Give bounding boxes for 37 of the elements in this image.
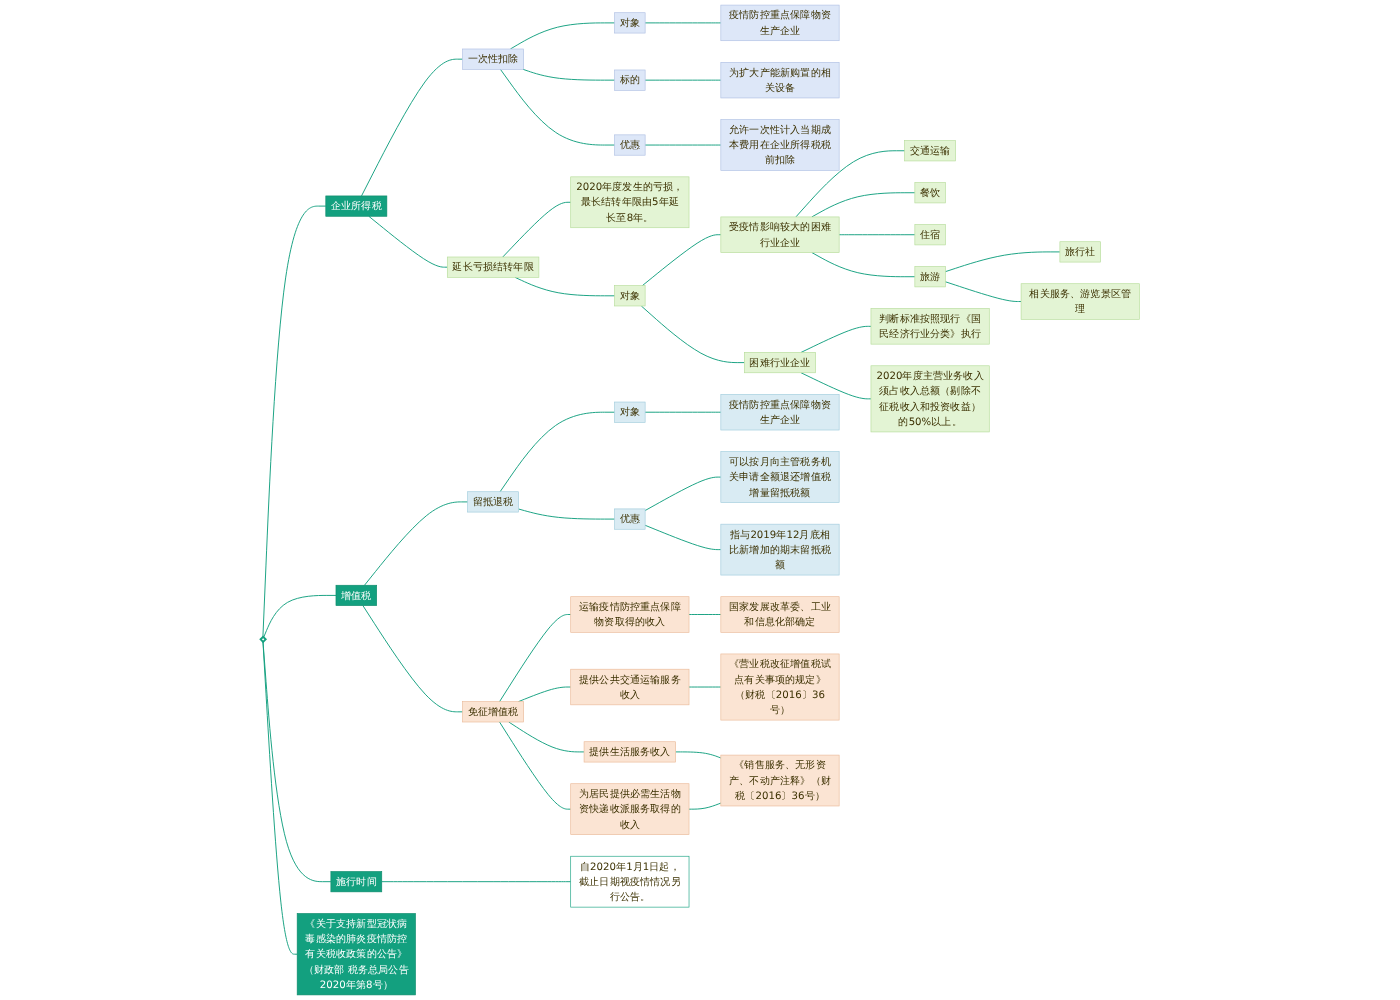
connector: [368, 215, 448, 268]
connector: [675, 751, 722, 759]
connector: [262, 205, 327, 638]
connector: [499, 721, 572, 810]
connector: [364, 501, 469, 586]
connector: [640, 305, 745, 364]
connector: [944, 251, 1061, 273]
connector: [362, 605, 464, 713]
connector: [944, 281, 1022, 302]
connector: [811, 192, 916, 218]
connector: [688, 802, 722, 810]
connector: [499, 68, 616, 146]
connector: [800, 372, 872, 400]
connector: [644, 524, 722, 551]
connector: [262, 641, 298, 955]
connector: [514, 276, 616, 297]
connector: [522, 68, 616, 81]
connector: [800, 325, 872, 353]
connector: [644, 411, 722, 413]
connector: [381, 881, 572, 883]
connector: [641, 234, 722, 287]
connector: [263, 594, 337, 638]
connector: [688, 614, 722, 615]
connector: [517, 686, 572, 703]
connector: [499, 411, 616, 493]
connector: [518, 508, 616, 520]
connector: [838, 234, 916, 236]
node-diamond: [259, 635, 268, 644]
connector: [644, 476, 722, 511]
connector: [811, 252, 916, 278]
connector: [795, 150, 906, 218]
connector: [499, 614, 572, 703]
connector: [508, 721, 585, 753]
connector: [262, 641, 332, 883]
connector: [502, 201, 572, 258]
connector: [361, 58, 464, 197]
connector: [509, 22, 616, 50]
